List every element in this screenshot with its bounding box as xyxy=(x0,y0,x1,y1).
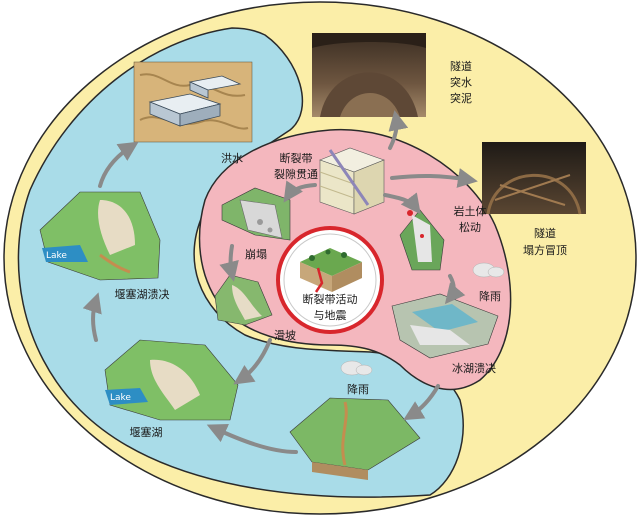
cloud-icon-bottom xyxy=(340,360,373,376)
rock-loose-illustration xyxy=(399,209,445,271)
label-glacier-burst: 冰湖溃决 xyxy=(452,362,496,375)
fault-block-icon xyxy=(300,248,362,293)
arrow-lake-to-burst xyxy=(82,292,102,342)
arrow-fault-to-tunnel-water xyxy=(388,110,409,150)
label-fault-zone-1: 断裂带 xyxy=(280,151,313,165)
lake-tag-1: Lake xyxy=(46,251,67,261)
fault-zone-block xyxy=(319,147,385,215)
label-rock-loose-1: 岩土体 xyxy=(454,204,487,218)
label-tunnel-water-3: 突泥 xyxy=(450,91,472,105)
tunnel-water-photo xyxy=(312,33,426,117)
arrow-collapse-to-landslide xyxy=(219,244,239,282)
label-rain-right: 降雨 xyxy=(479,289,501,303)
glacier-burst-illustration xyxy=(391,293,499,359)
label-flood: 洪水 xyxy=(221,151,243,165)
label-tunnel-water-2: 突水 xyxy=(450,75,472,89)
arrow-glacier-to-debris xyxy=(403,384,440,421)
label-tunnel-water-1: 隧道 xyxy=(450,59,472,73)
debris-flow-illustration xyxy=(289,397,421,480)
center-label-line1: 断裂带活动 xyxy=(303,292,358,306)
label-dammed-lake-burst: 堰塞湖溃决 xyxy=(115,287,170,301)
label-fault-zone-2: 裂隙贯通 xyxy=(274,167,318,181)
arrow-fault-to-collapse xyxy=(283,180,317,203)
dammed-lake-illustration xyxy=(104,339,239,421)
cloud-icon-right xyxy=(472,262,505,278)
label-tunnel-collapse-2: 塌方冒顶 xyxy=(523,243,567,257)
label-tunnel-collapse-1: 隧道 xyxy=(534,226,556,240)
flow-arrows xyxy=(82,110,478,454)
label-landslide: 滑坡 xyxy=(274,329,296,342)
label-collapse: 崩塌 xyxy=(245,247,267,261)
label-rain-bottom: 降雨 xyxy=(347,382,369,396)
label-rock-loose-2: 松动 xyxy=(459,220,481,234)
arrow-fault-to-tunnel-collapse xyxy=(390,168,478,188)
arrow-rock-to-glacier xyxy=(444,274,466,305)
lake-tag-2: Lake xyxy=(110,393,131,403)
arrow-fault-to-rock-loose xyxy=(383,192,421,215)
dammed-lake-burst-illustration xyxy=(39,191,161,281)
label-dammed-lake: 堰塞湖 xyxy=(130,425,163,439)
arrow-burst-to-flood xyxy=(98,141,139,188)
tunnel-collapse-photo xyxy=(482,142,586,215)
arrow-landslide-to-lake xyxy=(233,338,272,385)
arrow-debris-to-lake xyxy=(206,423,298,454)
collapse-illustration xyxy=(221,187,291,241)
center-label-line2: 与地震 xyxy=(314,309,347,322)
flood-illustration xyxy=(133,61,253,143)
